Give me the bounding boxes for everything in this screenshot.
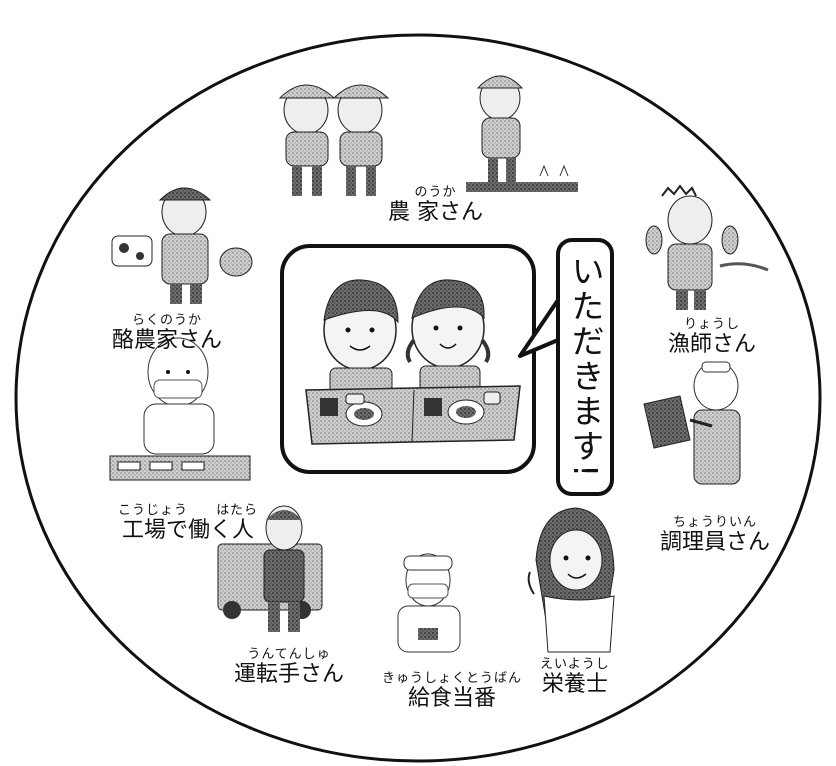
farmer-label: のうか 農 家さん — [388, 186, 483, 224]
lunch-duty-label: きゅうしょくとうばん 給食当番 — [382, 672, 522, 710]
nutritionist-ruby: えいようし — [540, 657, 610, 672]
dairy-farmer-name: 酪農家さん — [112, 328, 223, 353]
boy-illustration — [323, 279, 399, 399]
nutritionist-illustration — [527, 507, 615, 653]
fisher-name: 漁師さん — [668, 332, 757, 357]
fisher-label: りょうし 漁師さん — [668, 318, 756, 356]
driver-ruby: うんてんしゅ — [247, 647, 331, 662]
farmer-name: 農 家さん — [388, 200, 483, 225]
cook-name: 調理員さん — [660, 530, 771, 555]
nutritionist-name: 栄養士 — [541, 672, 608, 697]
factory-worker-name: 工場で働く人 — [121, 518, 254, 543]
speech-bubble-tail — [518, 298, 560, 358]
lunch-trays — [305, 385, 521, 445]
speech-bubble-text: いただきます! — [566, 254, 605, 480]
outer-circle — [14, 33, 822, 763]
cook-illustration — [643, 361, 741, 485]
driver-illustration — [217, 505, 323, 632]
cook-label: ちょうりいん 調理員さん — [660, 516, 770, 554]
dairy-farmer-label: らくのうか 酪農家さん — [112, 314, 222, 352]
speech-bubble: いただきます! — [556, 238, 614, 496]
dairy-farmer-ruby: らくのうか — [132, 313, 203, 328]
fisher-ruby: りょうし — [684, 317, 741, 332]
lunch-duty-ruby: きゅうしょくとうばん — [382, 671, 523, 686]
factory-worker-label: こうじょう はたら 工場で働く人 — [118, 504, 258, 542]
girl-illustration — [405, 279, 491, 399]
farmers-illustration — [278, 75, 578, 196]
nutritionist-label: えいようし 栄養士 — [540, 658, 610, 696]
factory-ruby-right: はたら — [216, 503, 258, 518]
lunch-duty-illustration — [397, 553, 461, 653]
cook-ruby: ちょうりいん — [673, 515, 758, 530]
dairy-farmer-illustration — [111, 187, 253, 304]
fisher-illustration — [645, 184, 769, 310]
lunch-duty-name: 給食当番 — [408, 686, 497, 711]
driver-name: 運転手さん — [234, 662, 345, 687]
farmer-ruby: のうか — [414, 185, 457, 200]
children-eating-panel — [280, 244, 536, 474]
factory-worker-illustration — [109, 337, 251, 481]
factory-ruby-left: こうじょう — [118, 503, 189, 518]
driver-label: うんてんしゅ 運転手さん — [234, 648, 344, 686]
